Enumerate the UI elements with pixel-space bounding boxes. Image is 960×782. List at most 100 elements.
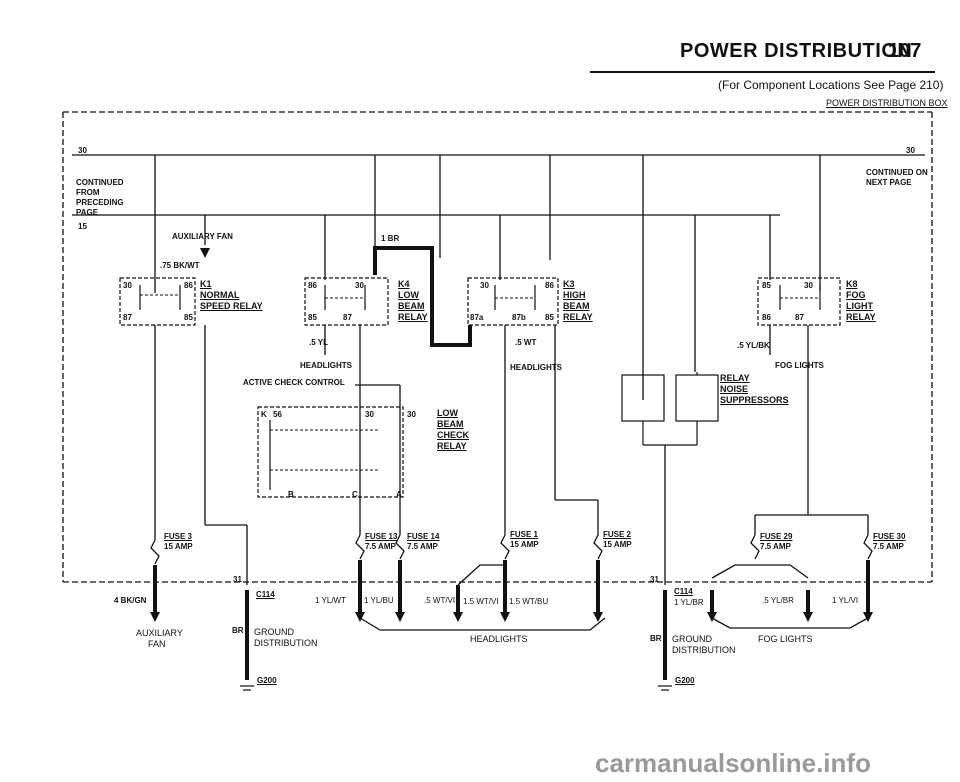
fuse-29-rating: 7.5 AMP (760, 542, 791, 551)
check-pin-c: C (352, 490, 358, 499)
k1-relay-id: K1 (200, 279, 212, 289)
headlights-label-a: HEADLIGHTS (300, 361, 352, 370)
wire-1-br-label: 1 BR (381, 234, 400, 243)
k1-pin-86: 86 (184, 281, 193, 290)
wire-5-yl-label: .5 YL (309, 338, 328, 347)
fuse-3-symbol (150, 539, 160, 565)
continued-on-label: CONTINUED ON NEXT PAGE (866, 168, 928, 187)
k4-pin-87: 87 (343, 313, 352, 322)
k3-pin-86: 86 (545, 281, 554, 290)
page-title: POWER DISTRIBUTION (680, 40, 913, 62)
fuse-2-symbol (593, 534, 603, 560)
pin-31-right: 31 (650, 575, 659, 584)
relay-check-box (257, 406, 404, 498)
k3-relay-name-1: HIGH (563, 290, 586, 300)
distribution-box-border (62, 111, 933, 583)
wire-1-yl-wt-label: 1 YL/WT (315, 596, 346, 605)
check-pin-k: K (261, 410, 267, 419)
k4-pin-85: 85 (308, 313, 317, 322)
continued-from-label: CONTINUED FROM PRECEDING PAGE (76, 178, 124, 217)
check-relay-name-3: CHECK (437, 430, 470, 440)
k3-relay-name-3: RELAY (563, 312, 593, 322)
g200-left-label: G200 (257, 676, 277, 685)
fuse-2-rating: 15 AMP (603, 540, 632, 549)
suppressor-label-1: RELAY (720, 373, 750, 383)
wire-5-wt-label: .5 WT (515, 338, 537, 347)
c114-left-label: C114 (256, 590, 275, 599)
ground-right-label-1: GROUND (672, 634, 712, 644)
aux-fan-bottom-label-1: AUXILIARY (136, 628, 183, 638)
fuse-1-symbol (500, 534, 510, 560)
wire-4-bk-gn-label: 4 BK/GN (114, 596, 147, 605)
page-number: 107 (888, 40, 922, 62)
k8-pin-87: 87 (795, 313, 804, 322)
ground-left-label-2: DISTRIBUTION (254, 638, 318, 648)
headlights-label-b: HEADLIGHTS (510, 363, 562, 372)
relay-k4-box (304, 277, 389, 326)
k8-pin-85: 85 (762, 281, 771, 290)
k4-relay-name-2: BEAM (398, 301, 425, 311)
page-subtitle: (For Component Locations See Page 210) (718, 78, 944, 92)
k4-pin-30: 30 (355, 281, 364, 290)
fuse-13-label: FUSE 13 (365, 532, 398, 541)
suppressor-label-3: SUPPRESSORS (720, 395, 789, 405)
check-relay-name-1: LOW (437, 408, 458, 418)
fuse-30-label: FUSE 30 (873, 532, 906, 541)
aux-fan-bottom-label-2: FAN (148, 639, 166, 649)
fog-lights-bottom-label: FOG LIGHTS (758, 634, 813, 644)
suppressor-label-2: NOISE (720, 384, 749, 394)
check-pin-b: B (288, 490, 294, 499)
check-pin-30a: 30 (365, 410, 374, 419)
fuse-14-label: FUSE 14 (407, 532, 440, 541)
k3-pin-87a: 87a (470, 313, 484, 322)
wire-1-yl-vi-label: 1 YL/VI (832, 596, 859, 605)
fuse-2-label: FUSE 2 (603, 530, 632, 539)
k8-relay-id: K8 (846, 279, 858, 289)
check-relay-name-2: BEAM (437, 419, 464, 429)
wire-5-yl-bk-label: .5 YL/BK (737, 341, 770, 350)
bus-30 (72, 154, 925, 400)
wire-75-bk-wt-label: .75 BK/WT (160, 261, 200, 270)
k1-pin-87: 87 (123, 313, 132, 322)
fuse-1-rating: 15 AMP (510, 540, 539, 549)
fuse-3-rating: 15 AMP (164, 542, 193, 551)
terminal-15: 15 (78, 222, 87, 231)
fuse-29-label: FUSE 29 (760, 532, 793, 541)
fuse-13-rating: 7.5 AMP (365, 542, 396, 551)
pin-31-left: 31 (233, 575, 242, 584)
fuse-14-rating: 7.5 AMP (407, 542, 438, 551)
wire-1-yl-bu-label: 1 YL/BU (364, 596, 394, 605)
fog-lights-top-label: FOG LIGHTS (775, 361, 824, 370)
wire-1-br (373, 246, 472, 347)
k1-relay-name-1: NORMAL (200, 290, 240, 300)
k1-pin-30: 30 (123, 281, 132, 290)
k8-pin-30: 30 (804, 281, 813, 290)
wire-15-wt-vi-label: 1.5 WT/VI (463, 597, 499, 606)
fuse-14-symbol (395, 534, 405, 560)
k4-pin-86: 86 (308, 281, 317, 290)
active-check-control-label: ACTIVE CHECK CONTROL (243, 378, 345, 387)
k1-pin-85: 85 (184, 313, 193, 322)
k3-relay-id: K3 (563, 279, 575, 289)
k3-relay-name-2: BEAM (563, 301, 590, 311)
relay-k8-box (757, 277, 841, 326)
g200-right-label: G200 (675, 676, 695, 685)
wire-5-yl-br-label: .5 YL/BR (762, 596, 794, 605)
ground-right-label-2: DISTRIBUTION (672, 645, 736, 655)
k1-relay-name-2: SPEED RELAY (200, 301, 263, 311)
k8-relay-name-1: FOG (846, 290, 866, 300)
wire-br-right-label: BR (650, 634, 662, 643)
wire-15-wt-bu-label: 1.5 WT/BU (509, 597, 549, 606)
noise-suppressors (621, 372, 719, 446)
check-pin-a: A (396, 490, 402, 499)
terminal-30-right: 30 (906, 146, 915, 155)
check-pin-30b: 30 (407, 410, 416, 419)
wire-1-yl-br-label: 1 YL/BR (674, 598, 704, 607)
k3-pin-87b: 87b (512, 313, 526, 322)
k4-relay-name-3: RELAY (398, 312, 428, 322)
check-pin-56: 56 (273, 410, 282, 419)
wire-5-wt-vi-label: .5 WT/VI (424, 596, 456, 605)
headlights-bottom-label: HEADLIGHTS (470, 634, 528, 644)
k3-pin-85: 85 (545, 313, 554, 322)
k4-relay-name-1: LOW (398, 290, 419, 300)
